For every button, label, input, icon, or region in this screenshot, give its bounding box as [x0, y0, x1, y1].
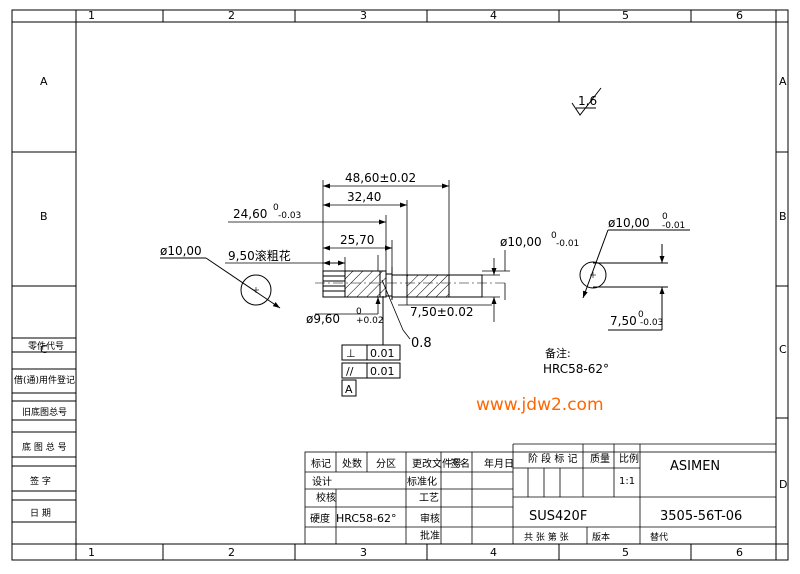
tb-approve: 批准 — [420, 529, 440, 542]
dim-end-dia: ø10,00 — [160, 244, 202, 258]
register-part-code: 零件代号 — [28, 340, 64, 352]
dimension-texts: 48,60±0.02 32,40 24,60 0 -0.03 25,70 9,5… — [160, 171, 685, 396]
tb-sheets: 共 张 第 张 — [524, 531, 569, 543]
zone-left-c: C — [40, 343, 48, 356]
roughness-value: 1.6 — [578, 94, 597, 108]
zone-bottom-3: 3 — [360, 546, 367, 559]
zone-bottom-1: 1 — [88, 546, 95, 559]
zone-bottom-2: 2 — [228, 546, 235, 559]
register-date: 日 期 — [30, 508, 51, 519]
tb-scale-value: 1:1 — [619, 476, 635, 487]
tb-review: 审核 — [420, 512, 440, 525]
note-title: 备注: — [545, 346, 571, 360]
zone-top-5: 5 — [622, 9, 629, 22]
zone-top-2: 2 — [228, 9, 235, 22]
zone-bottom-4: 4 — [490, 546, 497, 559]
title-block-texts: 标记 处数 分区 更改文件号 签名 年月日 设计 校核 硬度 HRC58-62°… — [310, 452, 742, 543]
note-text: HRC58-62° — [543, 362, 609, 376]
dim-dia-9: ø9,60 — [306, 312, 340, 326]
tb-genggai: 更改文件号 — [412, 457, 462, 470]
zone-top-4: 4 — [490, 9, 497, 22]
tb-nianyueri: 年月日 — [484, 457, 514, 470]
tb-qianming: 签名 — [450, 457, 470, 470]
dim-chamfer: 0.8 — [411, 336, 432, 351]
tb-biaoji: 标记 — [311, 458, 331, 470]
zone-bottom-6: 6 — [736, 546, 743, 559]
dim-overall-length: 48,60±0.02 — [345, 171, 416, 185]
dim-32: 32,40 — [347, 190, 381, 204]
register-signature: 签 字 — [30, 475, 51, 487]
tb-scale: 比例 — [619, 452, 639, 465]
zone-right-c: C — [779, 343, 787, 356]
tb-chushu: 处数 — [342, 457, 362, 470]
watermark: www.jdw2.com — [476, 395, 604, 415]
section-dia-bottom-lower: -0.03 — [640, 318, 663, 328]
zone-right-a: A — [779, 75, 787, 88]
tb-replace: 替代 — [650, 531, 668, 543]
tb-version: 版本 — [592, 531, 610, 543]
dim-dia-9-upper: 0 — [356, 307, 362, 317]
dim-middle-dia: 7,50±0.02 — [410, 305, 474, 319]
tb-company: ASIMEN — [670, 459, 720, 474]
dim-24-lower: -0.03 — [278, 211, 301, 221]
dim-knurl: 9,50滚粗花 — [228, 248, 291, 263]
title-block — [304, 443, 777, 545]
main-view-dimensions — [225, 180, 510, 340]
gdt-perpendicular-value: 0.01 — [370, 347, 395, 360]
end-view-left — [160, 257, 281, 309]
sheet-border — [11, 9, 789, 561]
dim-dia-9-lower: +0.02 — [356, 316, 384, 326]
tolerance-frame — [341, 296, 401, 397]
zone-right-b: B — [779, 210, 787, 223]
zone-right-d: D — [779, 478, 787, 491]
zone-top-1: 1 — [88, 9, 95, 22]
gdt-perpendicular-symbol: ⊥ — [346, 347, 356, 360]
zone-left-b: B — [40, 210, 48, 223]
section-view-right — [579, 229, 690, 331]
section-dia-bottom-upper: 0 — [638, 310, 644, 320]
section-dia-top: ø10,00 — [608, 216, 650, 230]
tb-hardness-value: HRC58-62° — [336, 512, 397, 525]
dim-24: 24,60 — [233, 207, 267, 221]
gdt-parallel-symbol: // — [346, 365, 354, 378]
tb-material: SUS420F — [529, 509, 587, 524]
zone-left-a: A — [40, 75, 48, 88]
roughness-symbol: 1.6 — [571, 87, 602, 116]
zone-labels: 1 2 3 4 5 6 1 2 3 4 5 6 A B C A B C D — [40, 9, 787, 559]
tb-drawing-no: 3505-56T-06 — [660, 509, 742, 524]
tb-check: 校核 — [316, 491, 336, 504]
tb-weight: 质量 — [590, 453, 610, 465]
section-dia-bottom: 7,50 — [610, 314, 637, 328]
dim-dia-10-lower: -0.01 — [556, 239, 579, 249]
dim-dia-10-upper: 0 — [551, 231, 557, 241]
tb-fenqu: 分区 — [376, 458, 396, 470]
gdt-datum: A — [345, 383, 353, 396]
dim-25: 25,70 — [340, 233, 374, 247]
dim-dia-10: ø10,00 — [500, 235, 542, 249]
register-old-drawing: 旧底图总号 — [22, 406, 67, 418]
gdt-parallel-value: 0.01 — [370, 365, 395, 378]
tb-std: 标准化 — [407, 475, 437, 488]
dim-24-upper: 0 — [273, 203, 279, 213]
part-main-view — [315, 267, 505, 300]
section-dia-top-upper: 0 — [662, 212, 668, 222]
tb-stage: 阶 段 标 记 — [528, 452, 578, 465]
tb-hardness-label: 硬度 — [310, 512, 330, 525]
zone-bottom-5: 5 — [622, 546, 629, 559]
tb-design: 设计 — [312, 475, 332, 488]
section-dia-top-lower: -0.01 — [662, 221, 685, 231]
left-register-table: 零件代号 借(通)用件登记 旧底图总号 底 图 总 号 签 字 日 期 — [12, 337, 76, 523]
register-borrowed: 借(通)用件登记 — [14, 374, 75, 386]
register-base-drawing: 底 图 总 号 — [22, 441, 67, 453]
tb-process: 工艺 — [419, 492, 439, 504]
zone-top-3: 3 — [360, 9, 367, 22]
zone-top-6: 6 — [736, 9, 743, 22]
